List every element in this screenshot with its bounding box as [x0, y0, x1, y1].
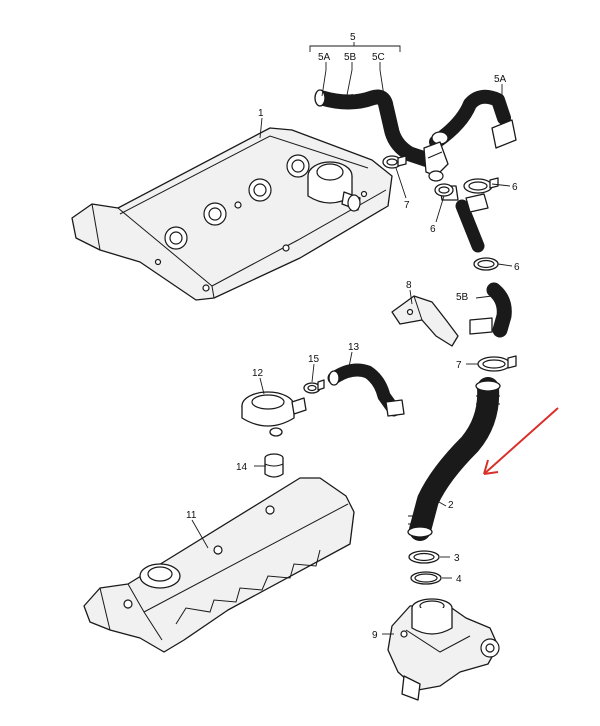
- part-6-hose-clamps: [434, 177, 499, 271]
- label-6-left: 6: [430, 224, 436, 235]
- part-5-breather-hose-assembly: [314, 89, 517, 182]
- label-5c-top: 5C: [372, 52, 385, 63]
- red-pointer-arrow: [483, 407, 559, 475]
- label-5b-right: 5B: [456, 292, 469, 303]
- part-11-cover: [83, 477, 355, 653]
- label-3: 3: [454, 553, 460, 564]
- part-5-bracket-lines: [309, 42, 503, 101]
- part-14-grommet: [264, 453, 284, 478]
- part-12-pressure-valve: [241, 391, 307, 437]
- label-8: 8: [406, 280, 412, 291]
- label-5a-top: 5A: [318, 52, 331, 63]
- label-9: 9: [372, 630, 378, 641]
- label-6-right-lower: 6: [514, 262, 520, 273]
- label-7-lower: 7: [456, 360, 462, 371]
- label-5a-right: 5A: [494, 74, 507, 85]
- label-1: 1: [258, 108, 264, 119]
- label-11: 11: [186, 510, 197, 521]
- part-2-breather-hose: [407, 377, 501, 541]
- part-8-bracket: [391, 295, 493, 347]
- part-7-hose-clamps: [382, 155, 517, 372]
- label-15: 15: [308, 354, 320, 365]
- label-14: 14: [236, 462, 248, 473]
- part-3-seal: [408, 550, 440, 564]
- part-4-o-ring: [410, 571, 442, 585]
- label-13: 13: [348, 342, 360, 353]
- part-13-small-hose: [327, 363, 405, 417]
- label-5: 5: [350, 32, 356, 43]
- label-7-upper: 7: [404, 200, 410, 211]
- label-2: 2: [448, 500, 454, 511]
- leader-lines: [191, 117, 513, 635]
- part-number-labels: 5 5A 5B 5C 5A 1 7 6 6 6 8 5B 7 13 15 12 …: [186, 32, 520, 641]
- label-6-right-upper: 6: [512, 182, 518, 193]
- label-4: 4: [456, 574, 462, 585]
- part-9-breather-housing: [387, 598, 500, 701]
- label-12: 12: [252, 368, 264, 379]
- part-1-valve-cover: [71, 127, 393, 301]
- breather-hose-middle-section: [439, 185, 512, 338]
- label-5b-top: 5B: [344, 52, 357, 63]
- part-15-clamp: [303, 379, 325, 394]
